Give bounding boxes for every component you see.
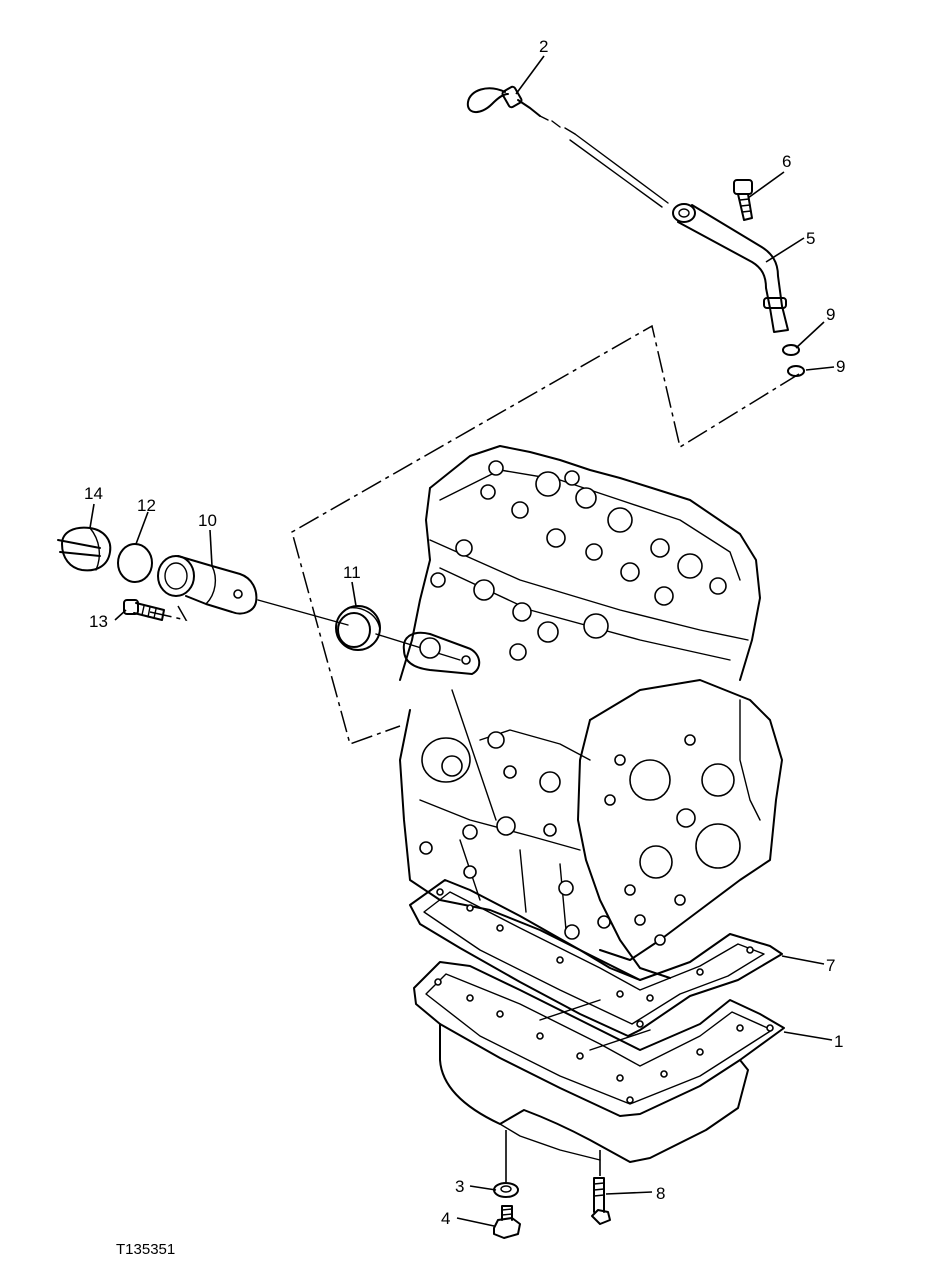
callout-9-upper: 9 [826,305,835,324]
figure-code: T135351 [116,1241,175,1258]
dipstick-mounting-path [291,324,800,745]
seal-to-block-line [375,633,461,661]
oil-seal [335,605,381,651]
oil-filler-neck [157,555,258,615]
filler-cap-o-ring [117,543,153,583]
callout-5: 5 [806,229,815,248]
callout-7: 7 [826,956,835,975]
callout-12: 12 [137,496,156,515]
callout-2: 2 [539,37,548,56]
filler-neck-bolt [123,599,165,621]
callout-14: 14 [84,484,103,503]
callout-11: 11 [343,563,361,582]
neck-to-seal-line [257,599,349,626]
oil-pan-bolt [591,1177,611,1225]
callout-13: 13 [89,612,108,631]
leader-lines [89,55,835,1227]
callout-8: 8 [656,1184,665,1203]
guide-tube-bolt [733,179,753,221]
filler-neck-mounting-path [149,605,188,622]
dipstick-guide-tube [672,203,789,333]
engine-block [399,445,783,981]
callout-3: 3 [455,1177,464,1196]
callout-9-lower: 9 [836,357,845,376]
callout-6: 6 [782,152,791,171]
oil-filler-cap [57,526,112,572]
callout-4: 4 [441,1209,450,1228]
dipstick [466,85,669,208]
callout-10: 10 [198,511,217,530]
oil-pan-gasket [409,879,783,1037]
oil-pan [413,961,785,1163]
drain-plug-washer [493,1182,519,1198]
o-rings [782,344,805,377]
drain-plug [493,1205,521,1239]
callout-1: 1 [834,1032,843,1051]
